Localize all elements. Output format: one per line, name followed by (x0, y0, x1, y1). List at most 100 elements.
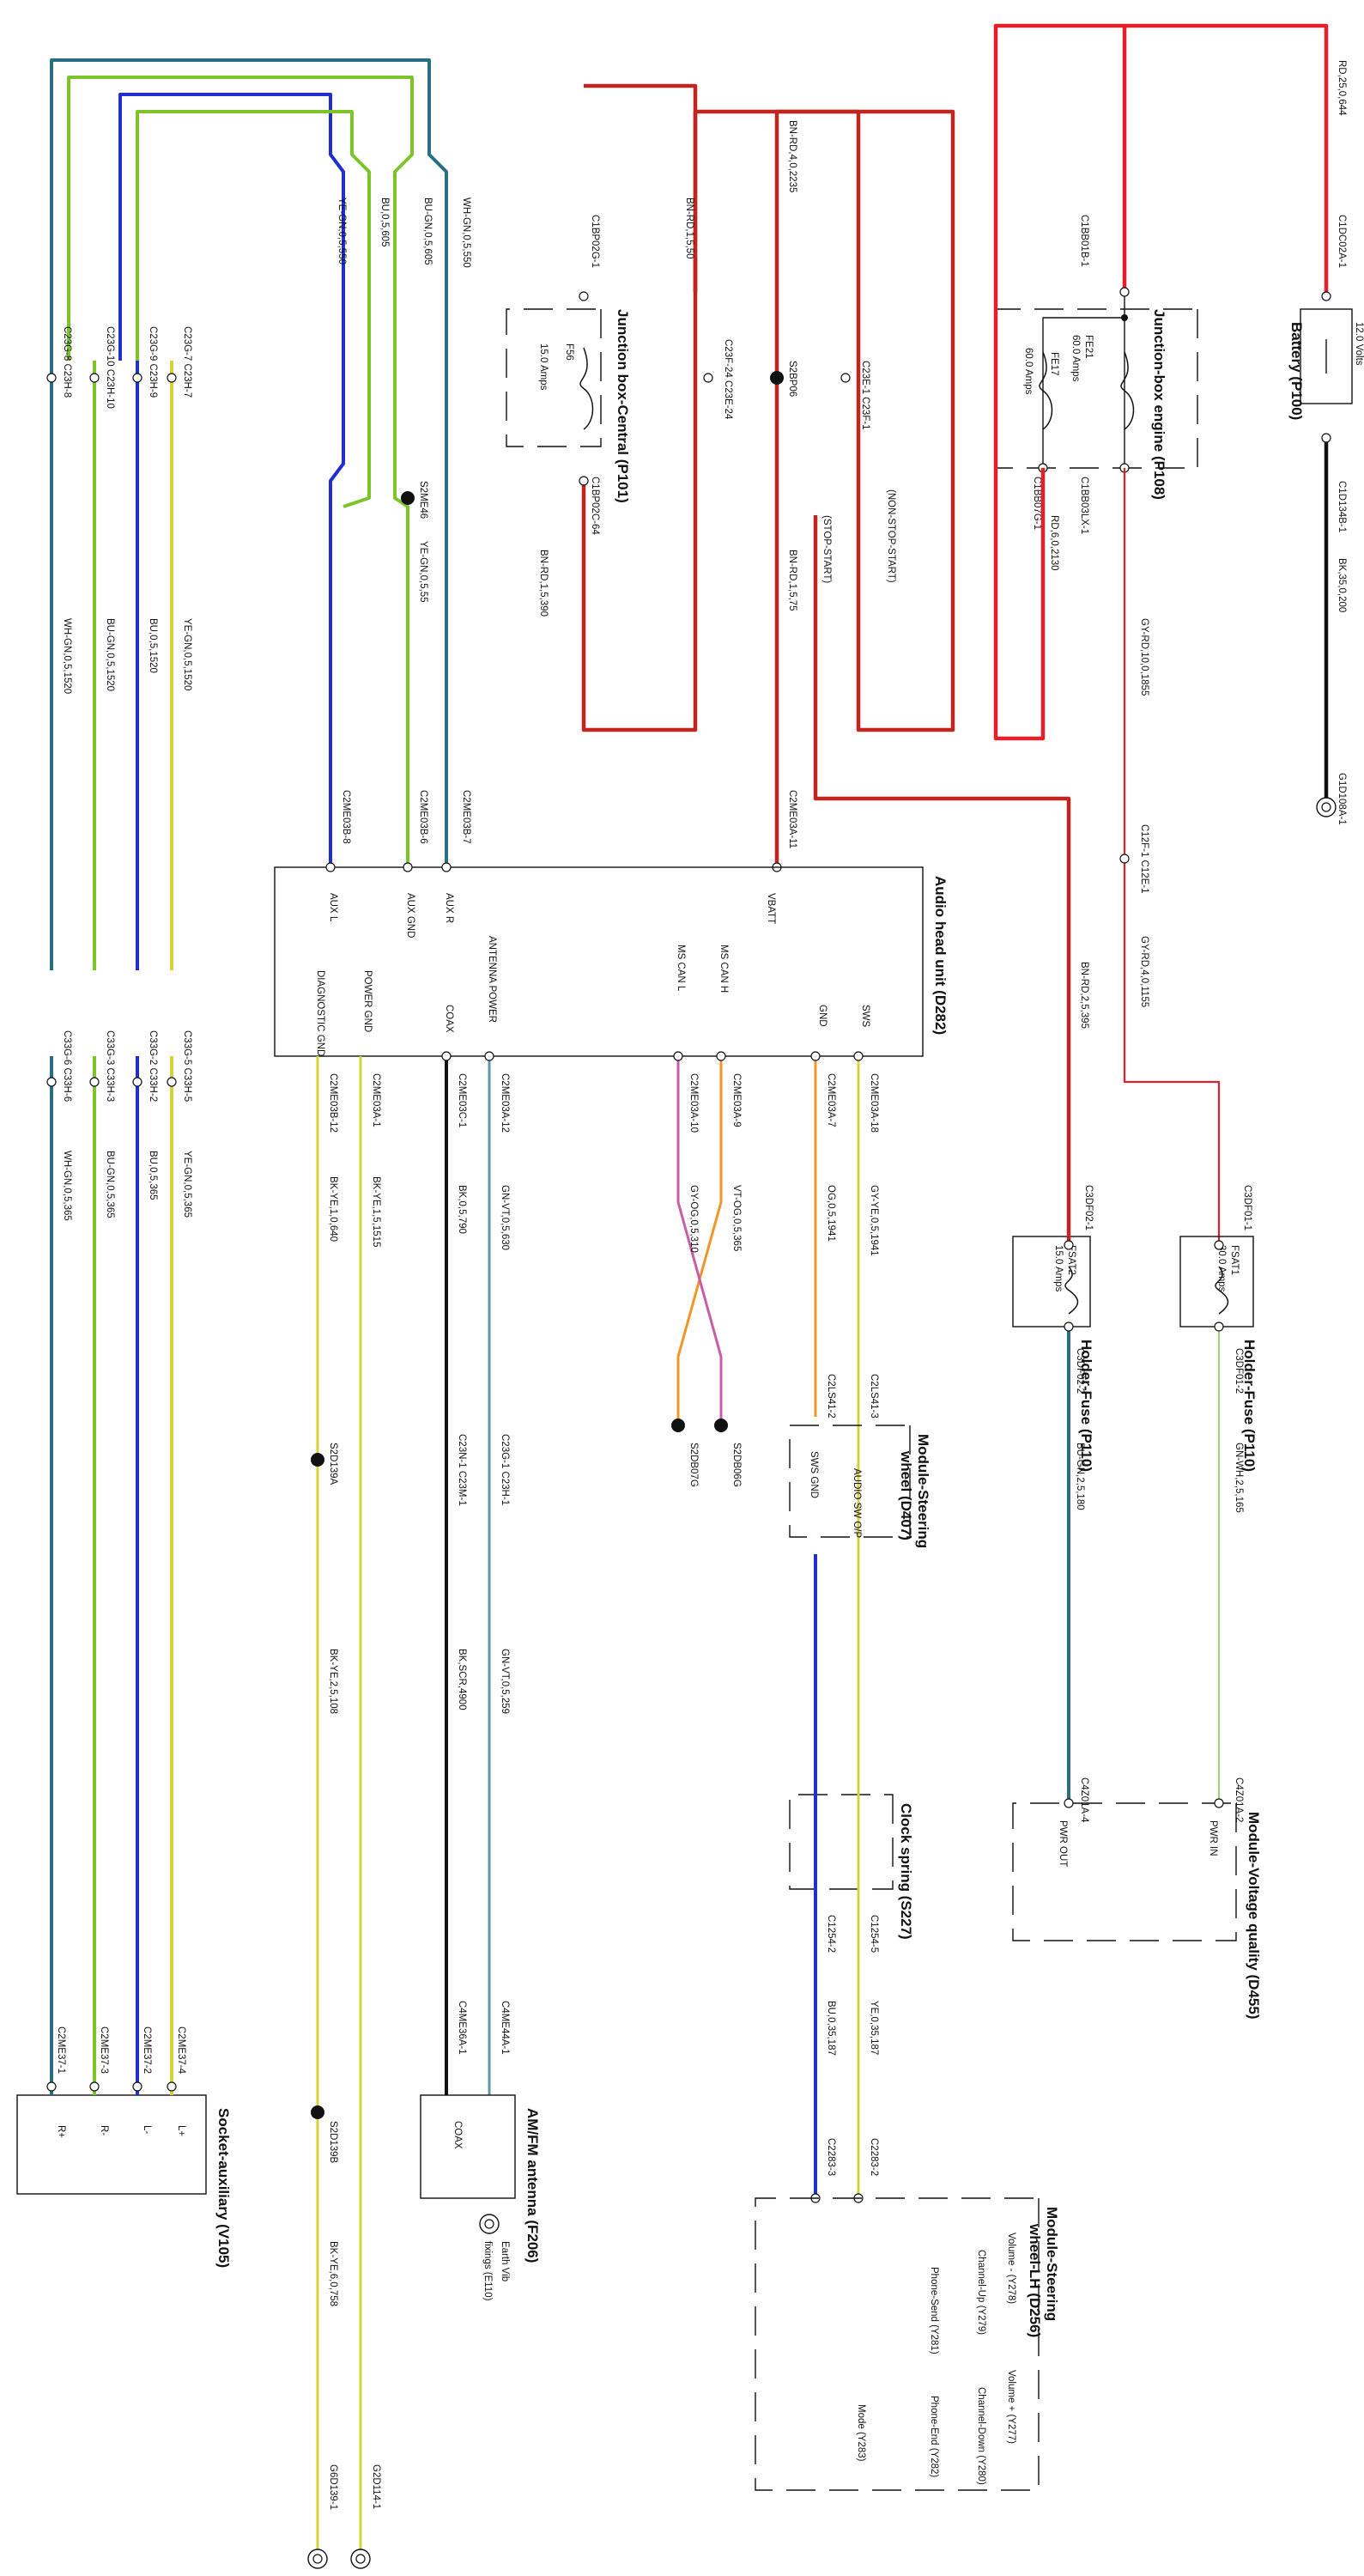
socket-pin-1: L- (142, 2125, 152, 2134)
socket-conn-2: C2ME37-3 (99, 2026, 109, 2074)
inline-ring-b-3 (46, 1077, 57, 1087)
ant-pin-coax-ring (441, 1051, 452, 1061)
splice-wire-a: BN-RD,4,0,2235 (787, 120, 797, 192)
ant-inline-coax: C23N-1 C23M-1 (457, 1434, 467, 1506)
vq-pin-in: C4Z01A-2 (1234, 1777, 1244, 1822)
aux-splice-label: S2ME46 (418, 481, 428, 519)
can-splice-l-dot (671, 1419, 685, 1432)
slh-switch-2: Phone-Send (Y281) (929, 2267, 939, 2354)
jc-pin-in-ring-ring (579, 291, 589, 301)
jc-fuse-name: F56 (564, 343, 574, 361)
inline-ring-b-2-ring (89, 1077, 100, 1087)
socket-conn-0: C2ME37-4 (176, 2026, 186, 2075)
jc-fuse-rating: 15.0 Amps (538, 343, 549, 391)
can-splice-h-dot (714, 1419, 728, 1432)
gnd-symbol-b-inner (312, 2554, 323, 2564)
steering-lh-box (755, 2197, 1040, 2491)
wire-bu-gn-605 (67, 76, 414, 867)
holder-b-pin-out: C3DF02-2 (1075, 1348, 1085, 1394)
inline-ring-a-2 (89, 373, 100, 383)
battery-pin-bottom-ring (1321, 433, 1331, 443)
ant-pin-power: C2ME03A-12 (500, 1073, 510, 1133)
sw-pin-gnd-ring (810, 1051, 821, 1061)
inline-w1: YE-GN,0,5,1520 (182, 618, 192, 690)
can-pin-h: C2ME03A-9 (731, 1073, 742, 1127)
sw-pin-sws-ring (853, 1051, 864, 1061)
splice-pin-b: C23F-24 C23E-24 (723, 339, 733, 420)
wire-bn-rd-outer-loop (856, 112, 955, 732)
holder-b-title: Holder-Fuse (P110) (1078, 1340, 1094, 1472)
aux-pin-l-ring (325, 862, 336, 872)
holder-a-c12-label: C12F-1 C12E-1 (1139, 824, 1149, 894)
aux-pin-l: C2ME03B-8 (341, 790, 351, 844)
socket-ring-1 (132, 2081, 142, 2092)
au-pin-ms-can-h: MS CAN H (718, 945, 729, 993)
holder-b-wire-out: BU-GN,2,5,180 (1075, 1443, 1085, 1510)
inline-w2: BU,0,5,1520 (148, 618, 158, 673)
aux-pin-top-ring-ring (441, 862, 452, 872)
vq-pin-in-ring (1214, 1798, 1224, 1808)
wire-battery-rd-25 (1122, 23, 1329, 296)
inline-c3: C23G-10 C23H-10 (105, 326, 115, 409)
sw-sws-gnd: SWS GND (809, 1451, 819, 1498)
slh-switch-3: Volume + (Y277) (1006, 2370, 1016, 2444)
aux-wire-bu-gn: BU-GN,0,5,605 (422, 197, 433, 265)
inline-ring-b-2 (89, 1077, 100, 1087)
am-fm-earth-b: fixings (E110) (482, 2241, 493, 2301)
can-pin-h-ring (716, 1051, 726, 1061)
inline-c4: C23G-8 C23H-8 (62, 326, 72, 398)
au-pin-aux-gnd: AUX GND (405, 893, 415, 938)
gnd-splice-a-dot (311, 1453, 324, 1467)
holder-a-wire-out: GN-WH,2,5,165 (1234, 1443, 1244, 1513)
cs-pin-b: C1254-2 (826, 1915, 836, 1953)
holder-a-fuse-name: FSAT1 (1229, 1245, 1240, 1275)
socket-ring-1-ring (132, 2081, 142, 2092)
wire-bu-605 (118, 93, 345, 867)
ant-wire-coax2: BK,SCR,4900 (457, 1649, 467, 1710)
wire-none2 (1125, 26, 1322, 283)
splice-pin-a-ring-ring (840, 373, 851, 383)
battery-ground-symbol (1316, 797, 1337, 817)
au-pin-sws: SWS (860, 1005, 870, 1028)
inline-ring-a-3-ring (46, 373, 57, 383)
socket-pin-3: R+ (56, 2125, 66, 2138)
holder-a-wire-in: GY-RD,4,0,1155 (1139, 936, 1149, 1007)
jc-fuse-symbol (579, 347, 594, 430)
je-fuse1-symbol (1120, 351, 1135, 430)
battery-title: Battery (P100) (1288, 322, 1305, 420)
voltage-quality-title: Module-Voltage quality (D455) (1246, 1812, 1262, 2020)
battery-pin-bottom-ring-ring (1321, 433, 1331, 443)
aux-pin-gnd-ring (403, 862, 413, 872)
au-pin-coax: COAX (444, 1005, 454, 1033)
holder-a-fuse-symbol-symbol (1215, 1266, 1229, 1315)
gnd-pin-diag: C2ME03B-12 (328, 1073, 338, 1133)
inline-ring-a-1 (132, 373, 142, 383)
sw-wire-gnd: OG,0,5,1941 (826, 1185, 836, 1242)
gnd-pin-power: C2ME03A-1 (371, 1073, 381, 1127)
splice-pin-a: C23E-1 C23F-1 (860, 361, 870, 430)
can-pin-l-ring (673, 1051, 683, 1061)
inline-ring-a-1-ring (132, 373, 142, 383)
inline-v4: WH-GN,0,5,365 (62, 1151, 72, 1221)
je-wire-out2: RD,6,0,2130 (1049, 515, 1059, 571)
sw-title-b: wheel (D407) (898, 1450, 914, 1540)
am-fm-earth: Earth Vib (500, 2241, 510, 2281)
je-fuse2-rating: 60.0 Amps (1023, 348, 1034, 395)
can-wire-l: GY-OG,0,5,310 (688, 1185, 699, 1253)
inline-d3: C33G-3 C33H-3 (105, 1030, 115, 1102)
au-pin-diagnostic-gnd: DIAGNOSTIC GND (315, 970, 325, 1056)
c12-pin-ring-ring (1119, 854, 1130, 864)
c12-pin-ring (1119, 854, 1130, 864)
slh-switch-1: Channel-Up (Y279) (976, 2250, 986, 2335)
vq-pin-out: C4Z01A-4 (1079, 1777, 1089, 1823)
wire-bn-rd-2-5 (813, 515, 1071, 1108)
cs-pin-a: C1254-5 (869, 1915, 879, 1953)
inline-d4: C33G-6 C33H-6 (62, 1030, 72, 1102)
holder-a-pin-in-ring (1214, 1240, 1224, 1250)
holder-a-fuse-symbol (1215, 1266, 1229, 1315)
sw-pin-b: C2LS41-2 (826, 1374, 836, 1419)
socket-ring-2-ring (89, 2081, 100, 2092)
wire-gy-og (676, 1056, 723, 1425)
